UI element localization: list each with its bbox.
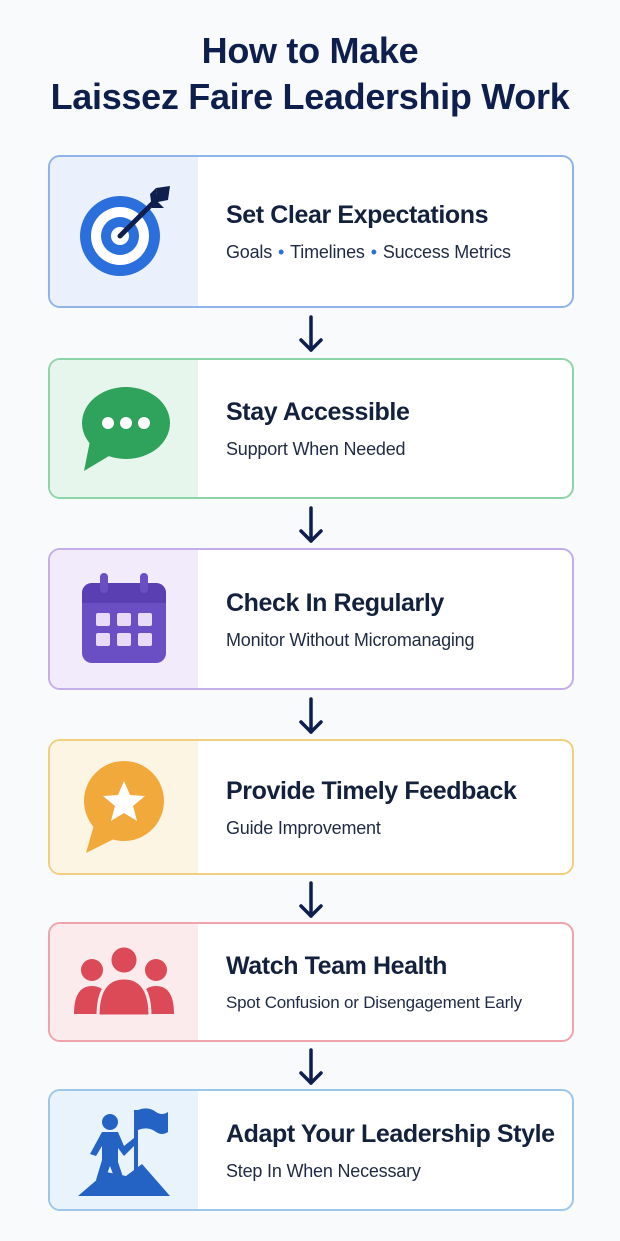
step-text: Set Clear Expectations Goals•Timelines•S… — [198, 157, 572, 306]
down-arrow-icon — [299, 881, 323, 918]
step-subtitle: Support When Needed — [226, 439, 406, 459]
sub-item-goals: Goals — [226, 242, 273, 262]
step-subtitle: Monitor Without Micromanaging — [226, 629, 475, 650]
step-subtitle: Guide Improvement — [226, 817, 381, 838]
separator-dot: • — [278, 242, 285, 262]
sub-item-success-metrics: Success Metrics — [382, 242, 511, 262]
icon-panel — [50, 741, 198, 873]
step-heading: Set Clear Expectations — [226, 201, 489, 229]
step-card-set-clear-expectations: Set Clear Expectations Goals•Timelines•S… — [48, 155, 574, 308]
down-arrow-icon — [299, 1048, 323, 1085]
step-text: Provide Timely Feedback Guide Improvemen… — [198, 741, 572, 873]
climber-flag-icon — [78, 1108, 170, 1196]
title-line-2: Laissez Faire Leadership Work — [50, 76, 570, 117]
step-heading: Check In Regularly — [226, 588, 444, 617]
step-heading: Adapt Your Leadership Style — [226, 1119, 555, 1148]
sub-item-timelines: Timelines — [290, 242, 365, 262]
icon-panel — [50, 157, 198, 306]
icon-panel — [50, 924, 198, 1040]
calendar-icon — [82, 573, 166, 663]
step-card-stay-accessible: Stay Accessible Support When Needed — [48, 358, 574, 499]
step-subtitle: Step In When Necessary — [226, 1160, 421, 1181]
step-card-watch-team-health: Watch Team Health Spot Confusion or Dise… — [48, 922, 574, 1042]
step-subtitle: Goals•Timelines•Success Metrics — [226, 242, 562, 263]
step-text: Adapt Your Leadership Style Step In When… — [198, 1091, 572, 1209]
step-card-adapt-leadership-style: Adapt Your Leadership Style Step In When… — [48, 1089, 574, 1211]
icon-panel — [50, 1091, 198, 1209]
team-icon — [74, 944, 174, 1018]
step-heading: Provide Timely Feedback — [226, 776, 517, 805]
down-arrow-icon — [299, 697, 323, 734]
step-card-provide-timely-feedback: Provide Timely Feedback Guide Improvemen… — [48, 739, 574, 875]
star-bubble-icon — [84, 761, 164, 853]
icon-panel — [50, 360, 198, 497]
target-icon — [80, 185, 170, 276]
icon-panel — [50, 550, 198, 688]
step-subtitle: Spot Confusion or Disengagement Early — [226, 993, 522, 1012]
down-arrow-icon — [299, 315, 323, 352]
step-text: Stay Accessible Support When Needed — [198, 360, 572, 497]
chat-bubble-icon — [82, 386, 170, 471]
page-title: How to Make Laissez Faire Leadership Wor… — [0, 28, 620, 120]
step-heading: Watch Team Health — [226, 952, 448, 980]
separator-dot: • — [370, 242, 377, 262]
title-line-1: How to Make — [201, 30, 419, 71]
step-text: Watch Team Health Spot Confusion or Dise… — [198, 924, 572, 1040]
step-text: Check In Regularly Monitor Without Micro… — [198, 550, 572, 688]
step-card-check-in-regularly: Check In Regularly Monitor Without Micro… — [48, 548, 574, 690]
down-arrow-icon — [299, 506, 323, 543]
step-heading: Stay Accessible — [226, 398, 410, 426]
